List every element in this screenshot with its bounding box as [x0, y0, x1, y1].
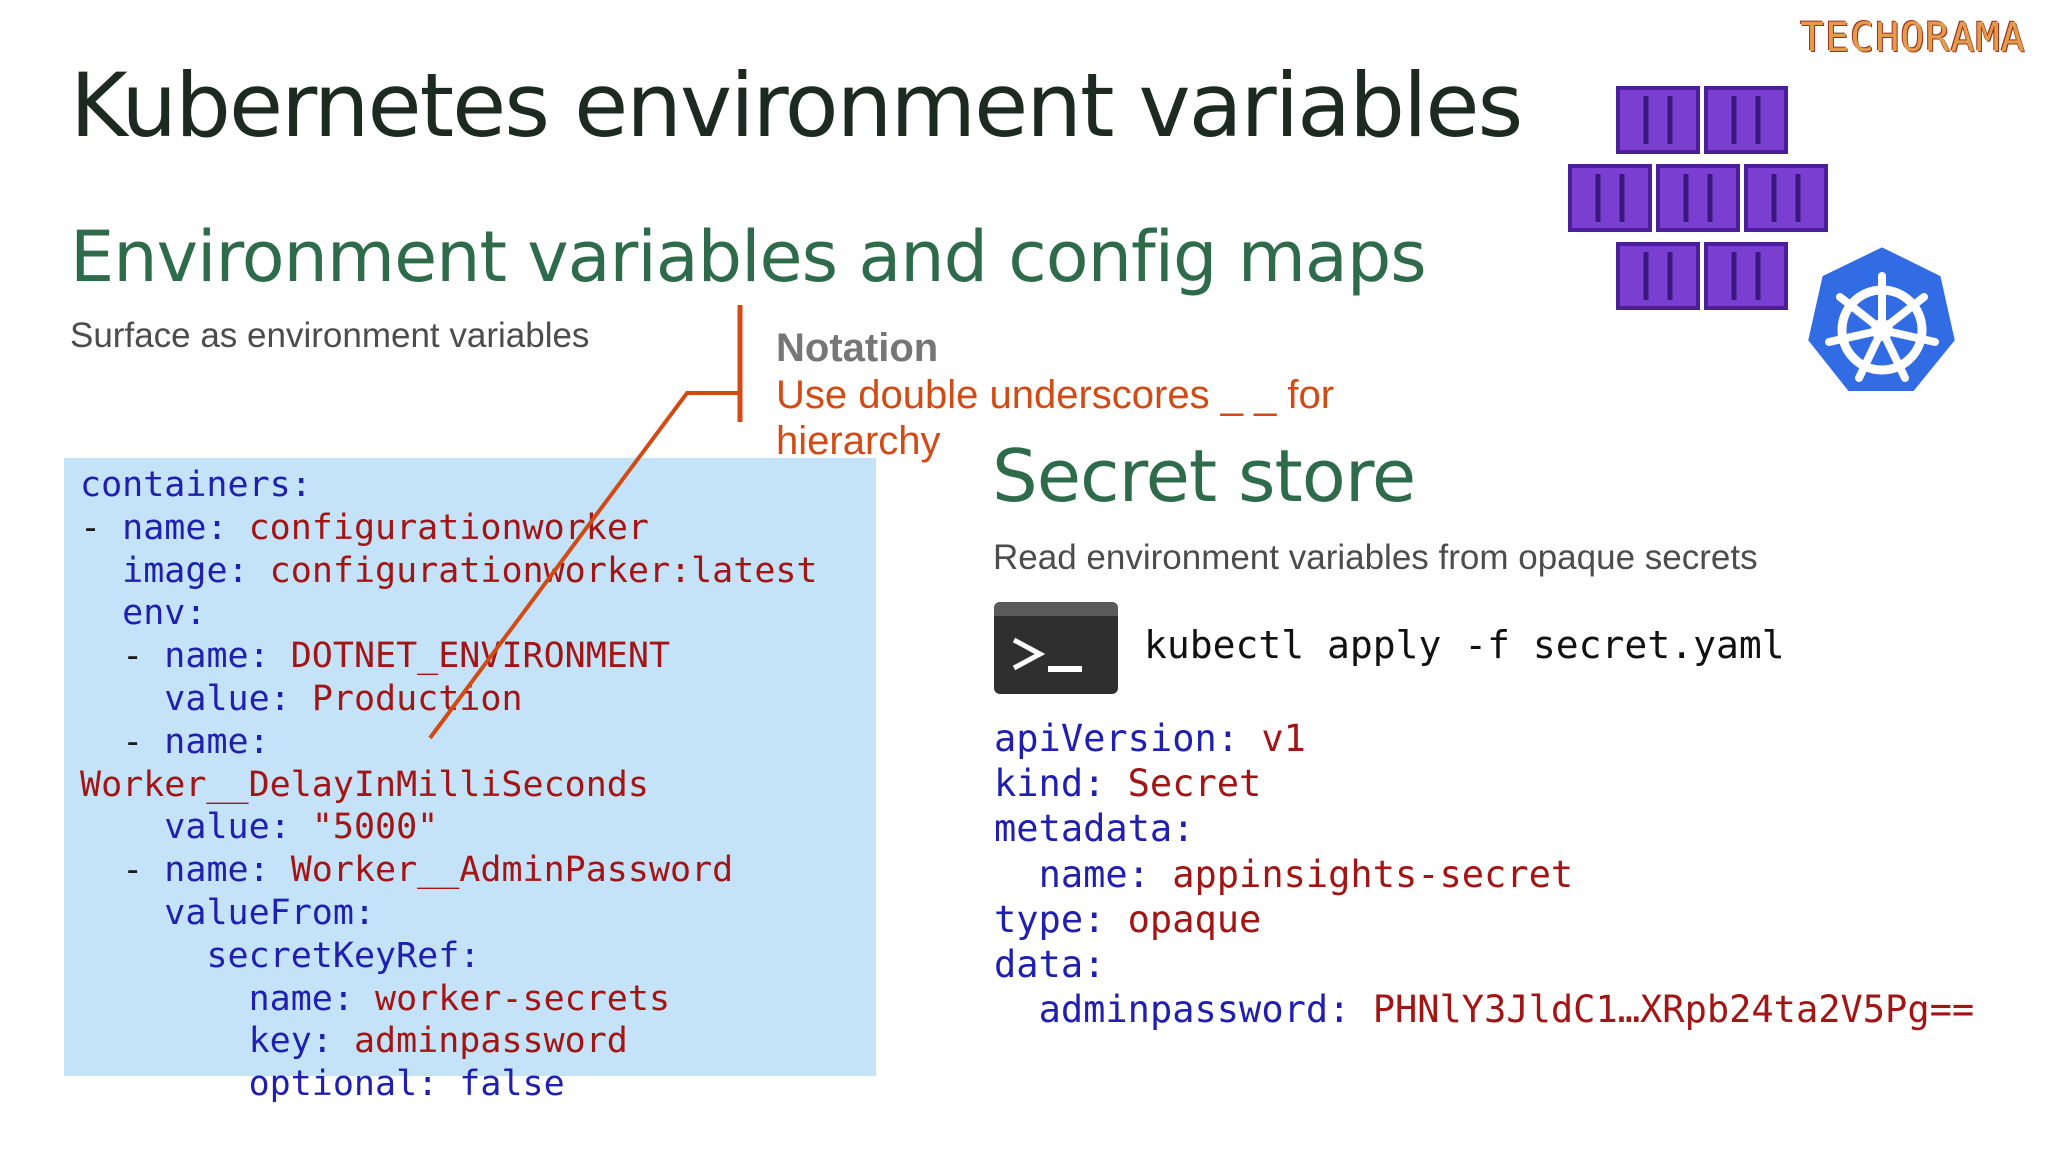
env-yaml-line: value: Production — [80, 678, 818, 721]
env-yaml-token: "5000" — [311, 807, 439, 848]
secret-yaml-token: opaque — [1127, 897, 1262, 941]
env-yaml-token: name: — [164, 636, 291, 677]
env-yaml-token: - — [80, 507, 123, 548]
surface-caption: Surface as environment variables — [70, 316, 590, 355]
env-yaml-token: secretKeyRef: — [206, 935, 481, 976]
env-yaml-line: - name: DOTNET_ENVIRONMENT — [80, 635, 818, 678]
env-yaml-line: name: worker-secrets — [80, 978, 818, 1021]
env-yaml-token: optional: — [248, 1064, 460, 1105]
secret-yaml-line: kind: Secret — [994, 761, 1974, 806]
env-yaml-line: env: — [80, 592, 818, 635]
secret-yaml-token: appinsights-secret — [1172, 852, 1574, 896]
env-yaml-line: secretKeyRef: — [80, 935, 818, 978]
aks-containers-icon — [1568, 86, 1828, 310]
env-yaml-token: value: — [164, 678, 312, 719]
env-yaml-token: - — [80, 636, 165, 677]
kubernetes-helm-icon — [1801, 240, 1962, 397]
env-yaml-token: env: — [122, 593, 207, 634]
kubectl-command: kubectl apply -f secret.yaml — [1144, 623, 1785, 667]
env-yaml-token: Production — [311, 678, 523, 719]
env-yaml-token: worker-secrets — [375, 978, 671, 1019]
env-yaml-token: configurationworker — [248, 507, 649, 548]
env-yaml-token: key: — [248, 1021, 354, 1062]
section-subtitle: Environment variables and config maps — [70, 216, 1427, 298]
secret-yaml-token: type: — [994, 897, 1128, 941]
notation-title: Notation — [776, 326, 939, 370]
env-yaml-line: containers: — [80, 464, 818, 507]
env-yaml-line: valueFrom: — [80, 892, 818, 935]
secret-yaml-token: data: — [994, 943, 1106, 987]
code-box — [64, 458, 876, 1076]
secret-yaml-token: name: — [1038, 852, 1173, 896]
env-yaml-line: - name: configurationworker — [80, 507, 818, 550]
env-yaml-line: key: adminpassword — [80, 1020, 818, 1063]
env-yaml-token: Worker__DelayInMilliSeconds — [80, 764, 649, 805]
secret-yaml-token: Secret — [1127, 762, 1262, 806]
secret-store-title: Secret store — [992, 434, 1416, 518]
env-yaml-line: value: "5000" — [80, 806, 818, 849]
secret-yaml-token: adminpassword: — [1038, 988, 1373, 1032]
env-yaml-token: containers: — [80, 465, 312, 505]
env-yaml-code: containers:- name: configurationworker i… — [80, 464, 818, 1106]
notation-text: Use double underscores _ _ for hierarchy — [776, 373, 1335, 463]
env-yaml-token: Worker__AdminPassword — [290, 850, 734, 891]
env-yaml-line: - name: — [80, 721, 818, 764]
secret-yaml-line: data: — [994, 942, 1974, 987]
env-yaml-token: - — [80, 850, 165, 891]
brand-logo: TECHORAMA — [1800, 15, 2026, 61]
env-yaml-line: - name: Worker__AdminPassword — [80, 849, 818, 892]
secret-yaml-line: metadata: — [994, 806, 1974, 851]
page-title: Kubernetes environment variables — [70, 54, 1523, 157]
env-yaml-line: optional: false — [80, 1063, 818, 1106]
secret-store-caption: Read environment variables from opaque s… — [993, 538, 1758, 577]
env-yaml-token: false — [459, 1064, 565, 1105]
env-yaml-token: - — [80, 721, 165, 762]
terminal-icon — [994, 602, 1118, 694]
env-yaml-token: value: — [164, 807, 312, 848]
env-yaml-line: Worker__DelayInMilliSeconds — [80, 764, 818, 807]
notation-arrow-line — [428, 391, 740, 740]
env-yaml-token: name: — [164, 850, 291, 891]
secret-yaml-token: kind: — [994, 762, 1128, 806]
secret-yaml-line: name: appinsights-secret — [994, 852, 1974, 897]
env-yaml-token: image: — [122, 550, 270, 591]
secret-yaml-token: v1 — [1261, 717, 1306, 760]
secret-yaml-line: type: opaque — [994, 897, 1974, 942]
env-yaml-token: name: — [122, 507, 249, 548]
env-yaml-token: name: — [164, 721, 270, 762]
secret-yaml-token — [994, 988, 1039, 1031]
env-yaml-token: valueFrom: — [164, 892, 376, 933]
secret-yaml-token: apiVersion: — [994, 717, 1262, 760]
aks-logo — [1568, 86, 1962, 397]
secret-yaml-token: metadata: — [994, 807, 1195, 851]
secret-yaml-line: apiVersion: v1 — [994, 716, 1974, 761]
secret-yaml-token — [994, 853, 1039, 896]
secret-yaml-token: PHNlY3JldC1…XRpb24ta2V5Pg== — [1372, 988, 1975, 1032]
secret-yaml-line: adminpassword: PHNlY3JldC1…XRpb24ta2V5Pg… — [994, 987, 1975, 1032]
env-yaml-token: name: — [248, 978, 376, 1019]
env-yaml-token: adminpassword — [353, 1021, 628, 1062]
